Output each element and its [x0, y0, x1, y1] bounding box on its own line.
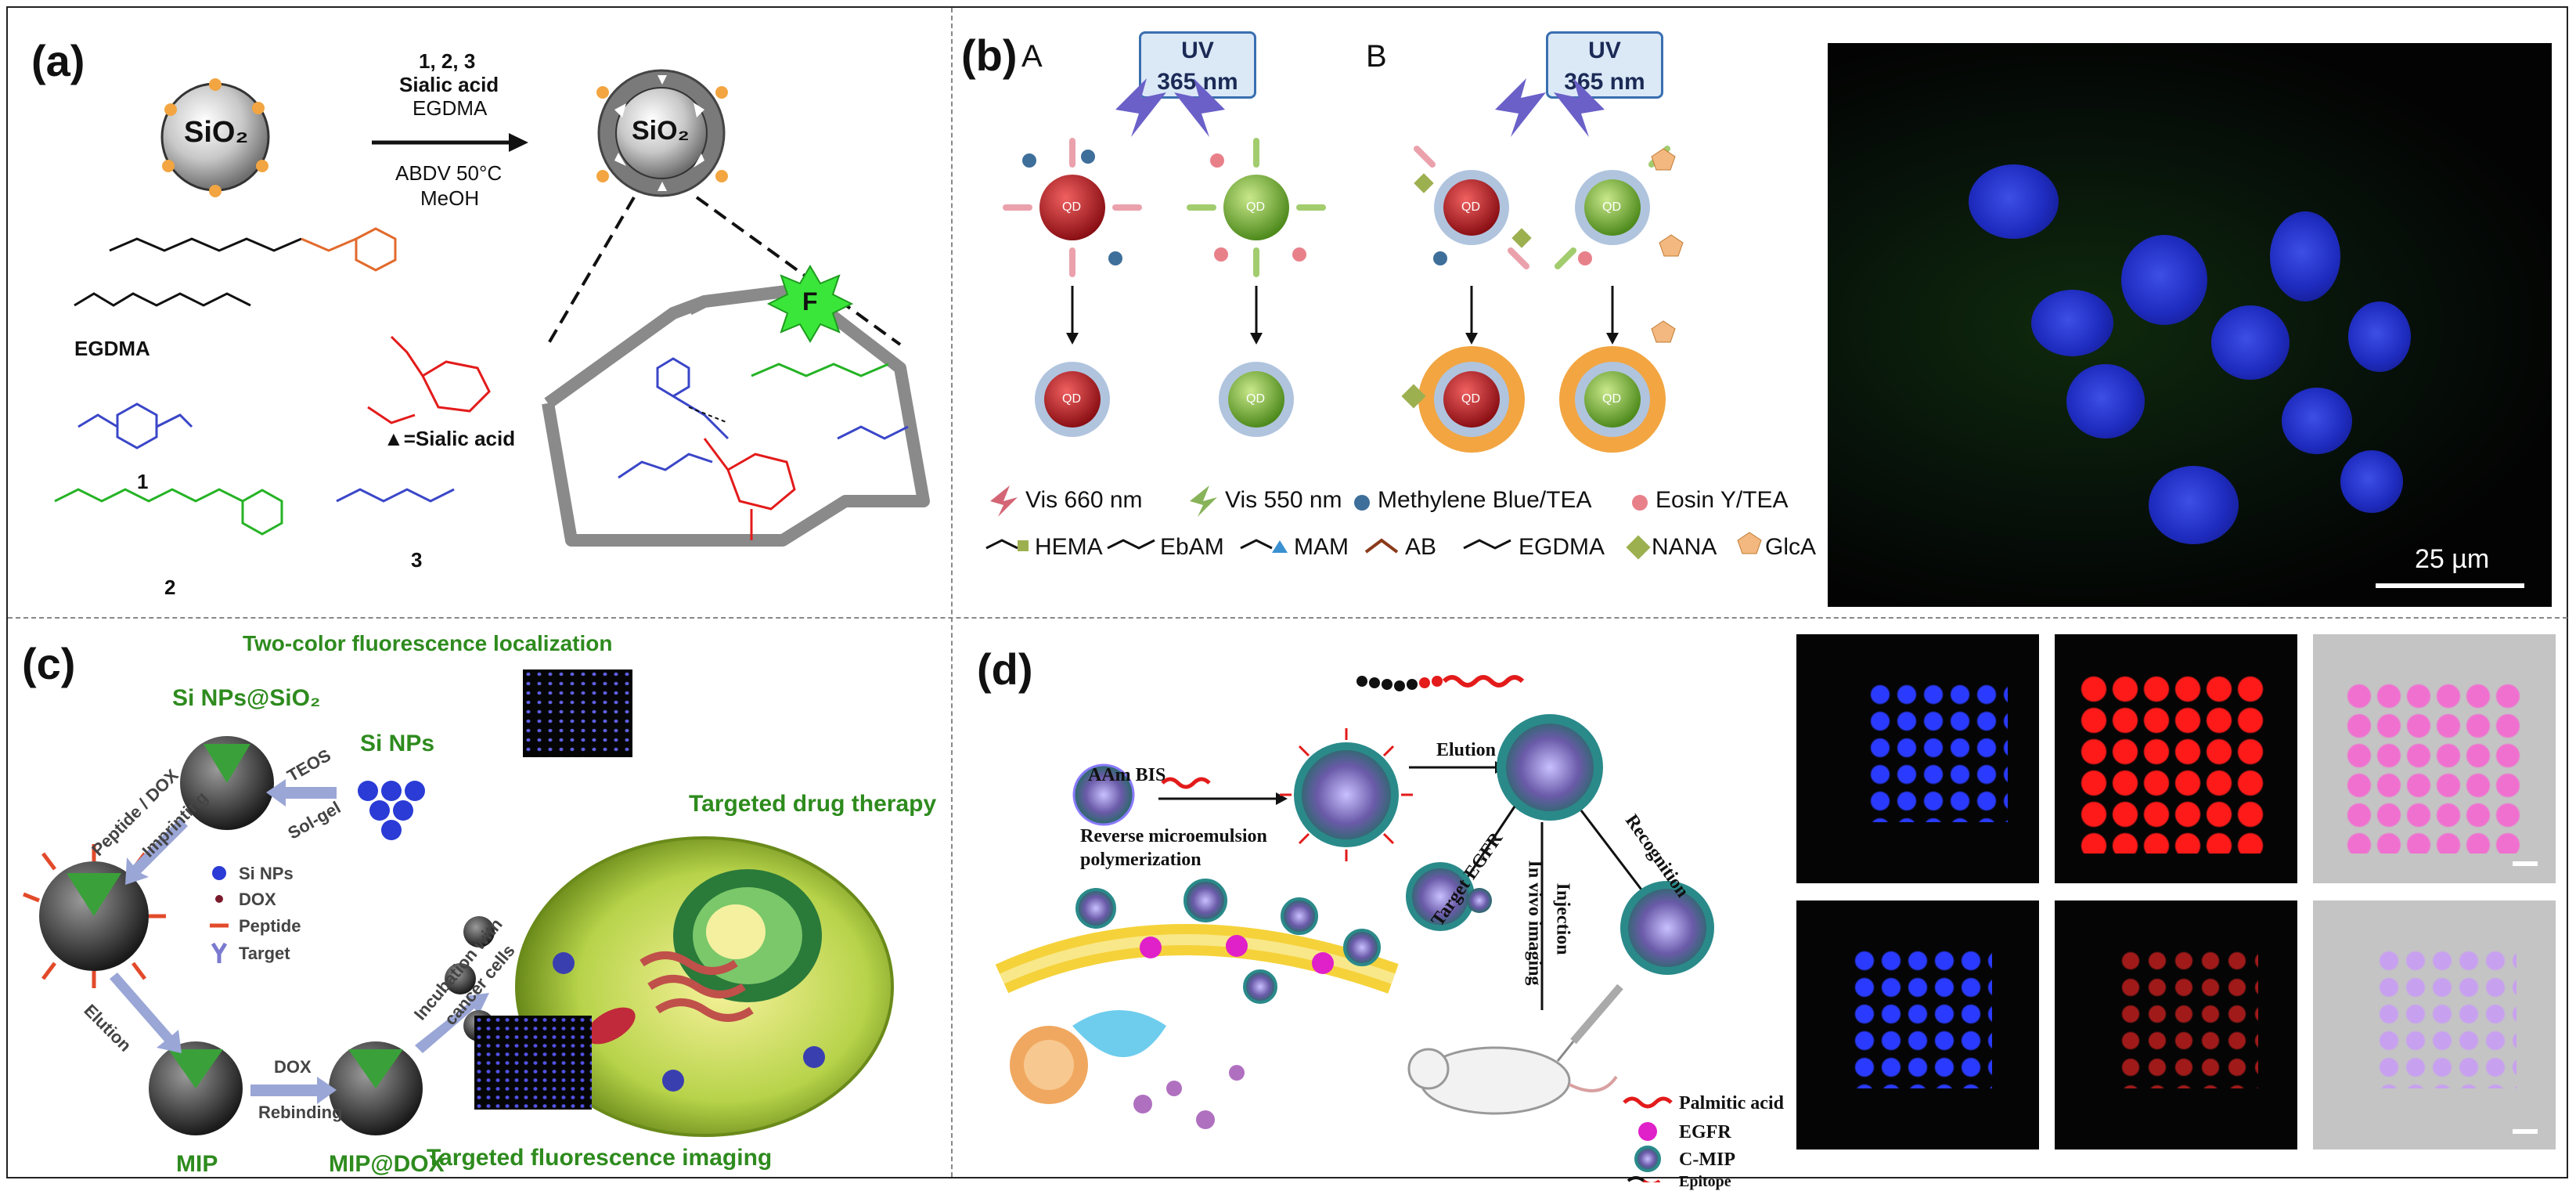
legend-vis660: Vis 660 nm: [1025, 487, 1143, 513]
legend-peptide-label: Peptide: [239, 916, 301, 936]
legend-epitope: Epitope: [1679, 1173, 1731, 1190]
horizontal-divider: [8, 617, 2567, 619]
panel-d-graphics: [995, 675, 1714, 1182]
scale-label-b: 25 µm: [2415, 544, 2490, 574]
egdma-structure-label: EGDMA: [74, 337, 150, 360]
legend-palmitic: Palmitic acid: [1679, 1093, 1784, 1113]
panel-b-graphics: [985, 78, 1762, 560]
two-color-label: Two-color fluorescence localization: [243, 631, 613, 655]
micro-red-bottom: [2055, 900, 2297, 1149]
panel-c-graphics: [23, 736, 894, 1137]
micro-blue-top: [1796, 634, 2039, 883]
legend-vis550: Vis 550 nm: [1225, 487, 1342, 513]
qd-label-5: QD: [1062, 392, 1081, 406]
elution-label-d: Elution: [1436, 740, 1497, 760]
condition-solvent: MeOH: [420, 186, 480, 210]
si-sio2-label: Si NPs@SiO₂: [172, 685, 321, 711]
sio2-particle-left: [160, 78, 270, 197]
legend-si-label: Si NPs: [239, 864, 294, 883]
panel-b-label: (b): [961, 31, 1018, 80]
micro-merge-top: [2313, 634, 2556, 883]
subpanel-b-label: B: [1366, 39, 1387, 74]
micro-blue-bottom: [1796, 900, 2039, 1149]
legend-egdma: EGDMA: [1519, 534, 1605, 560]
legend-eosin: Eosin Y/TEA: [1655, 487, 1789, 513]
confocal-image-b: 25 µm: [1828, 43, 2552, 607]
qd-label-2: QD: [1246, 200, 1265, 214]
subpanel-a-label: A: [1021, 39, 1043, 74]
qd-label-1: QD: [1062, 200, 1081, 214]
qd-label-4: QD: [1602, 200, 1621, 214]
inset-image-bottom: [474, 1016, 592, 1110]
micro-red-top: [2055, 634, 2297, 883]
legend-ebam: EbAM: [1160, 534, 1224, 560]
legend-egfr: EGFR: [1679, 1122, 1731, 1142]
compound-2-label: 2: [164, 576, 176, 599]
uv-box-b: UV 365 nm: [1546, 31, 1663, 99]
compound-1-label: 1: [137, 470, 149, 493]
scale-bar-b: [2376, 583, 2524, 588]
qd-label-8: QD: [1602, 392, 1621, 406]
reverse-label-2: polymerization: [1080, 850, 1202, 870]
uv-label-a: UV: [1181, 38, 1214, 63]
vertical-divider: [951, 8, 953, 1177]
panel-d-label: (d): [977, 644, 1033, 694]
injection-label: Injection: [1552, 882, 1573, 955]
fluorophore-label: F: [802, 287, 818, 316]
panel-a-graphics: [54, 69, 930, 547]
polymer-cavity: [542, 283, 930, 547]
legend-hema: HEMA: [1035, 534, 1103, 560]
qd-label-3: QD: [1461, 200, 1480, 214]
dox-label: DOX: [274, 1057, 312, 1077]
uv-lightning: [1115, 78, 1605, 137]
sio2-particle-coated: [596, 69, 728, 197]
sio2-core-label: SiO₂: [184, 116, 249, 149]
inset-image-top: [523, 669, 632, 757]
sio2-core-label-coated: SiO₂: [632, 116, 690, 146]
uv-label-b: UV: [1588, 38, 1621, 63]
rebinding-label: Rebinding: [258, 1103, 343, 1122]
fluorophore-star: [766, 265, 854, 343]
qd-label-7: QD: [1461, 392, 1480, 406]
mip-label: MIP: [176, 1151, 218, 1177]
panel-c-label: (c): [22, 639, 76, 688]
condition-temp: ABDV 50°C: [395, 161, 503, 185]
targeted-fluo-label: Targeted fluorescence imaging: [427, 1145, 773, 1171]
legend-mam: MAM: [1294, 534, 1349, 560]
qd-row-bottom: [1035, 320, 1676, 453]
legend-target-label: Target: [239, 944, 290, 963]
qd-label-6: QD: [1246, 392, 1265, 406]
reagent-egdma-label: EGDMA: [413, 96, 488, 120]
legend-methylene: Methylene Blue/TEA: [1378, 487, 1592, 513]
legend-glca: GlcA: [1765, 534, 1817, 560]
aam-bis-label: AAm BIS: [1088, 765, 1166, 785]
figure-frame: [6, 6, 2568, 1178]
micro-merge-bottom: [2313, 900, 2556, 1149]
in-vivo-label: In vivo imaging: [1524, 860, 1545, 986]
reagent-sialic-label: Sialic acid: [399, 73, 499, 96]
legend-ab: AB: [1405, 534, 1437, 560]
reagents-label: 1, 2, 3: [419, 49, 476, 73]
legend-icons: [985, 485, 1762, 560]
si-nps-label: Si NPs: [360, 731, 435, 756]
reverse-label-1: Reverse microemulsion: [1080, 826, 1267, 846]
qd-row-top: [1039, 170, 1650, 245]
targeted-drug-label: Targeted drug therapy: [689, 791, 937, 817]
bead-chain: [1356, 675, 1525, 691]
chem-structures: [54, 227, 909, 540]
legend-cmip: C-MIP: [1679, 1149, 1735, 1170]
sialic-structure-label: ▲=Sialic acid: [384, 427, 516, 450]
compound-3-label: 3: [411, 548, 423, 572]
mip-dox-label: MIP@DOX: [329, 1151, 445, 1177]
legend-nana: NANA: [1652, 534, 1717, 560]
panel-a-label: (a): [31, 36, 85, 85]
cell-membrane: [995, 879, 1399, 1004]
legend-dox-label: DOX: [239, 890, 276, 909]
